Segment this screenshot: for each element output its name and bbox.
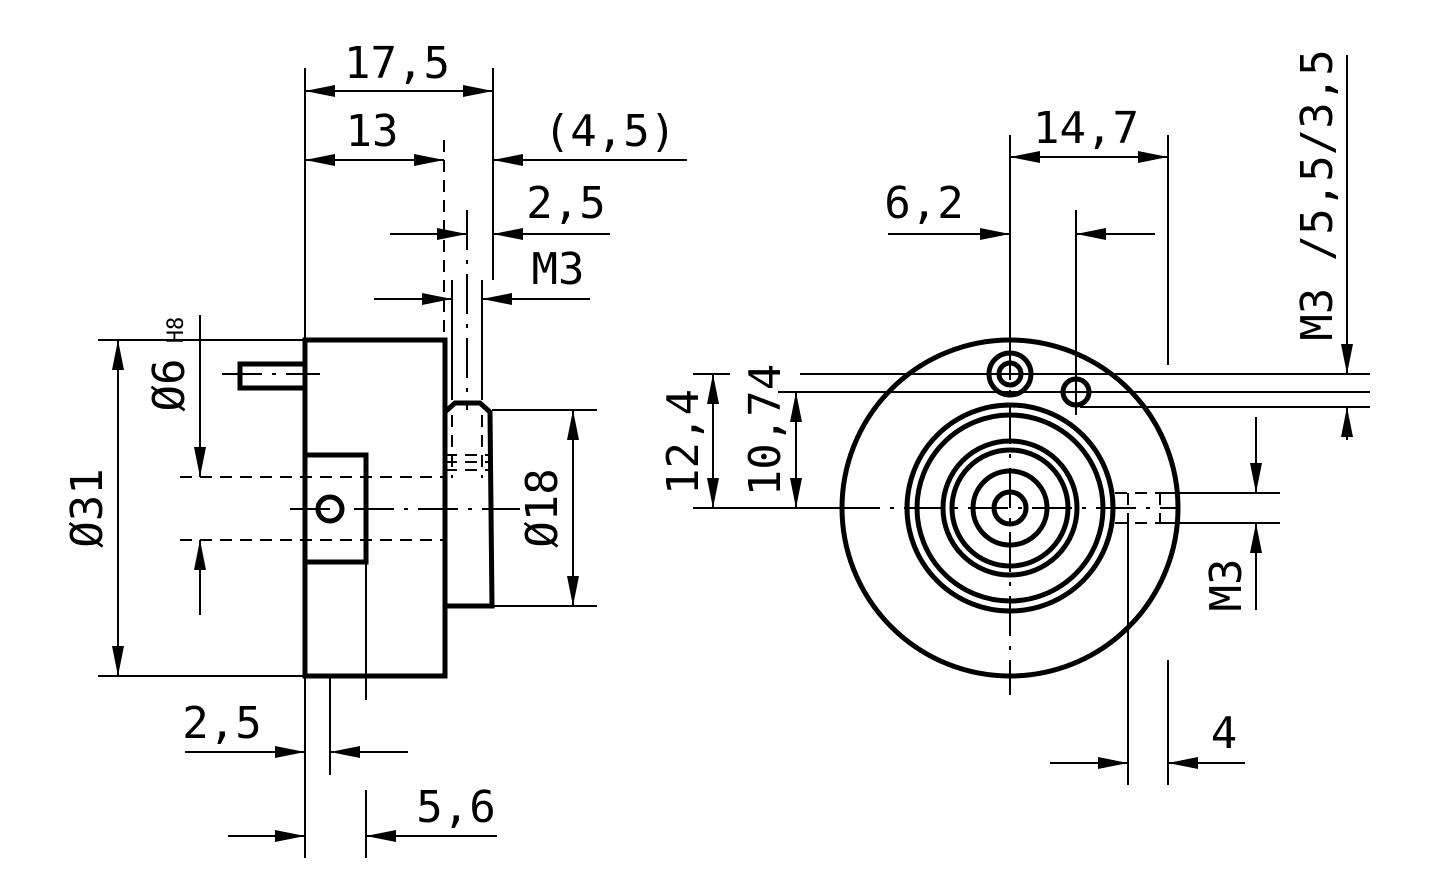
dim-thread-spec-label: M3 /5,5/3,5	[1292, 49, 1343, 340]
dim-overall-label: 17,5	[344, 38, 450, 89]
dim-height-1-label: 12,4	[658, 389, 709, 495]
dim-diameter-31-label: Ø31	[62, 468, 113, 547]
side-view: 17,5 13 (4,5) 2,5 M3 Ø31 Ø6 H8 Ø18 2,5 5…	[62, 38, 687, 858]
dim-thread-offset-label: 2,5	[526, 178, 605, 229]
dim-bottom-right-label: 5,6	[416, 782, 495, 833]
bore-tolerance-label: H8	[164, 317, 189, 344]
dim-diameter-18-label: Ø18	[517, 468, 568, 547]
dim-bottom-left-label: 2,5	[182, 698, 261, 749]
dim-protrusion-label: (4,5)	[544, 106, 676, 157]
front-view: 14,7 6,2 12,4 10,74 M3 M3 /5,5/3,5 4	[658, 49, 1370, 785]
dim-height-2-label: 10,74	[740, 364, 791, 496]
dim-body-label: 13	[346, 106, 399, 157]
dim-bore-label: Ø6	[144, 359, 195, 412]
dim-hole-offset-label: 6,2	[884, 178, 963, 229]
dim-bottom-label: 4	[1211, 708, 1238, 759]
shaft-stub	[237, 361, 305, 391]
dim-thread-label: M3	[532, 244, 585, 295]
dim-thread-vertical-label: M3	[1201, 559, 1252, 612]
hub-outline	[443, 400, 495, 609]
dim-width-label: 14,7	[1033, 103, 1139, 154]
